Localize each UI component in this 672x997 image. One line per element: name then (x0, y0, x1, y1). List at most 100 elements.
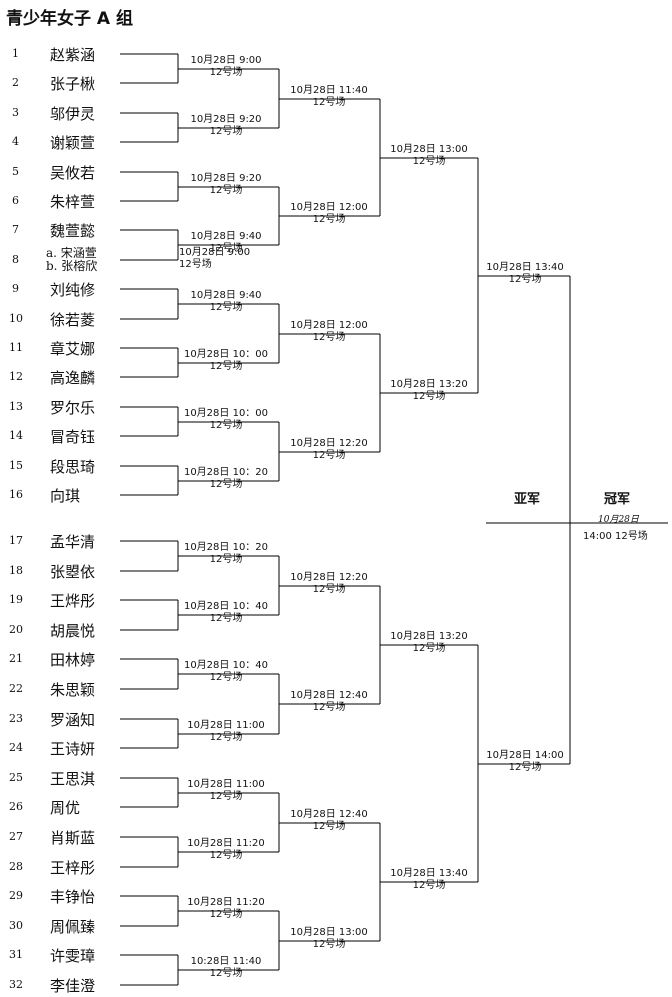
seed-number: 21 (9, 652, 23, 665)
match-time: 10月28日 12:40 (290, 809, 368, 820)
match-time: 10月28日 10：00 (183, 408, 269, 419)
match-court: 12号场 (179, 259, 212, 270)
match-court: 12号场 (209, 850, 243, 861)
match-time: 10月28日 9:00 (190, 55, 262, 66)
champion-label: 冠军 (604, 492, 631, 507)
player-name: 魏萱懿 (50, 222, 96, 240)
seed-number: 23 (9, 712, 23, 725)
seed-number: 22 (9, 682, 23, 695)
match-court: 12号场 (209, 420, 243, 431)
seed-number: 9 (12, 282, 19, 295)
match-court: 12号场 (209, 968, 243, 979)
match-time: 10月28日 12:00 (290, 320, 368, 331)
seed-number: 12 (9, 370, 23, 383)
match-court: 12号场 (209, 791, 243, 802)
match-time: 10月28日 10：00 (183, 349, 269, 360)
player-name: 王思淇 (50, 770, 96, 788)
seed-number: 19 (9, 593, 23, 606)
match-time: 10月28日 11:00 (187, 779, 265, 790)
match-court: 12号场 (312, 584, 346, 595)
seed-number: 27 (9, 830, 23, 843)
match-time: 10月28日 11:40 (290, 85, 368, 96)
player-name: 高逸麟 (50, 369, 96, 387)
seed-number: 2 (12, 76, 19, 89)
match-time: 10月28日 11:00 (187, 720, 265, 731)
match-court: 12号场 (312, 214, 346, 225)
player-name: 王烨彤 (50, 592, 96, 610)
player-name: 王诗妍 (50, 740, 96, 758)
player-name: 谢颖萱 (50, 134, 96, 152)
player-name: 周佩臻 (50, 918, 96, 936)
match-court: 12号场 (209, 479, 243, 490)
match-court: 12号场 (209, 361, 243, 372)
match-court: 12号场 (312, 450, 346, 461)
player-name: 吴攸若 (50, 164, 96, 182)
match-time: 10月28日 9:40 (190, 231, 262, 242)
match-court: 12号场 (508, 274, 542, 285)
match-time: 10月28日 10：20 (183, 542, 269, 553)
match-court: 12号场 (209, 554, 243, 565)
match-court: 12号场 (508, 762, 542, 773)
player-name: 田林婷 (50, 651, 96, 669)
seed-number: 13 (9, 400, 23, 413)
player-name: 张曌依 (50, 563, 96, 581)
match-court: 12号场 (209, 732, 243, 743)
match-time: 10月28日 9:20 (190, 114, 262, 125)
player-name: 周优 (50, 799, 81, 817)
match-time: 10月28日 13:20 (390, 379, 468, 390)
seed-number: 32 (9, 978, 23, 991)
player-name: 赵紫涵 (50, 46, 96, 64)
match-time: 10月28日 10：20 (183, 467, 269, 478)
match-time: 10月28日 13:40 (390, 868, 468, 879)
player-name: 向琪 (50, 487, 81, 505)
match-court: 12号场 (412, 880, 446, 891)
seed-number: 7 (12, 223, 19, 236)
match-time: 10月28日 12:00 (290, 202, 368, 213)
player-name: 段思琦 (50, 458, 96, 476)
seed-number: 3 (12, 106, 19, 119)
final-date: 10月28日 (598, 515, 639, 525)
player-name: 丰铮怡 (50, 888, 96, 906)
match-court: 12号场 (412, 156, 446, 167)
seed-number: 29 (9, 889, 23, 902)
player-name: 罗尔乐 (50, 399, 96, 417)
player-name: 罗涵知 (50, 711, 96, 729)
player-name: 冒奇钰 (50, 428, 96, 446)
seed-number: 17 (9, 534, 23, 547)
match-time: 10月28日 11:20 (187, 838, 265, 849)
match-time: 10月28日 10：40 (183, 601, 269, 612)
player-name: 章艾娜 (50, 340, 96, 358)
seed-number: 8 (12, 253, 19, 266)
match-court: 12号场 (312, 332, 346, 343)
runner-up-label: 亚军 (514, 492, 541, 507)
player-name: 刘纯修 (50, 281, 96, 299)
match-time: 10月28日 9:20 (190, 173, 262, 184)
match-time: 10月28日 13:20 (390, 631, 468, 642)
player-name: 邬伊灵 (50, 105, 96, 123)
player-name: 张子楸 (50, 75, 96, 93)
match-court: 12号场 (312, 821, 346, 832)
